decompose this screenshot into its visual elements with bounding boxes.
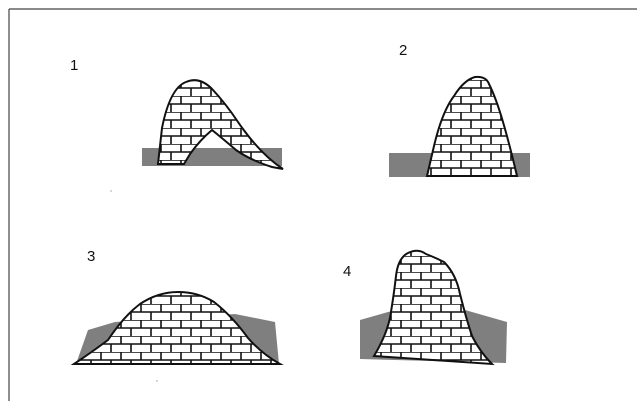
landform-3-label: 3	[87, 248, 96, 265]
landform-1	[142, 79, 284, 170]
speck	[156, 380, 158, 382]
landform-2	[389, 75, 530, 177]
landform-4-label: 4	[343, 263, 352, 280]
landform-2-rock	[425, 75, 519, 177]
landform-1-rock	[156, 79, 284, 170]
landform-2-label: 2	[399, 42, 408, 59]
landform-3	[70, 290, 284, 365]
landform-3-rock	[70, 290, 284, 365]
speck	[110, 190, 112, 192]
landform-1-label: 1	[70, 57, 79, 74]
landform-4	[360, 249, 507, 366]
landform-4-rock	[372, 249, 495, 366]
